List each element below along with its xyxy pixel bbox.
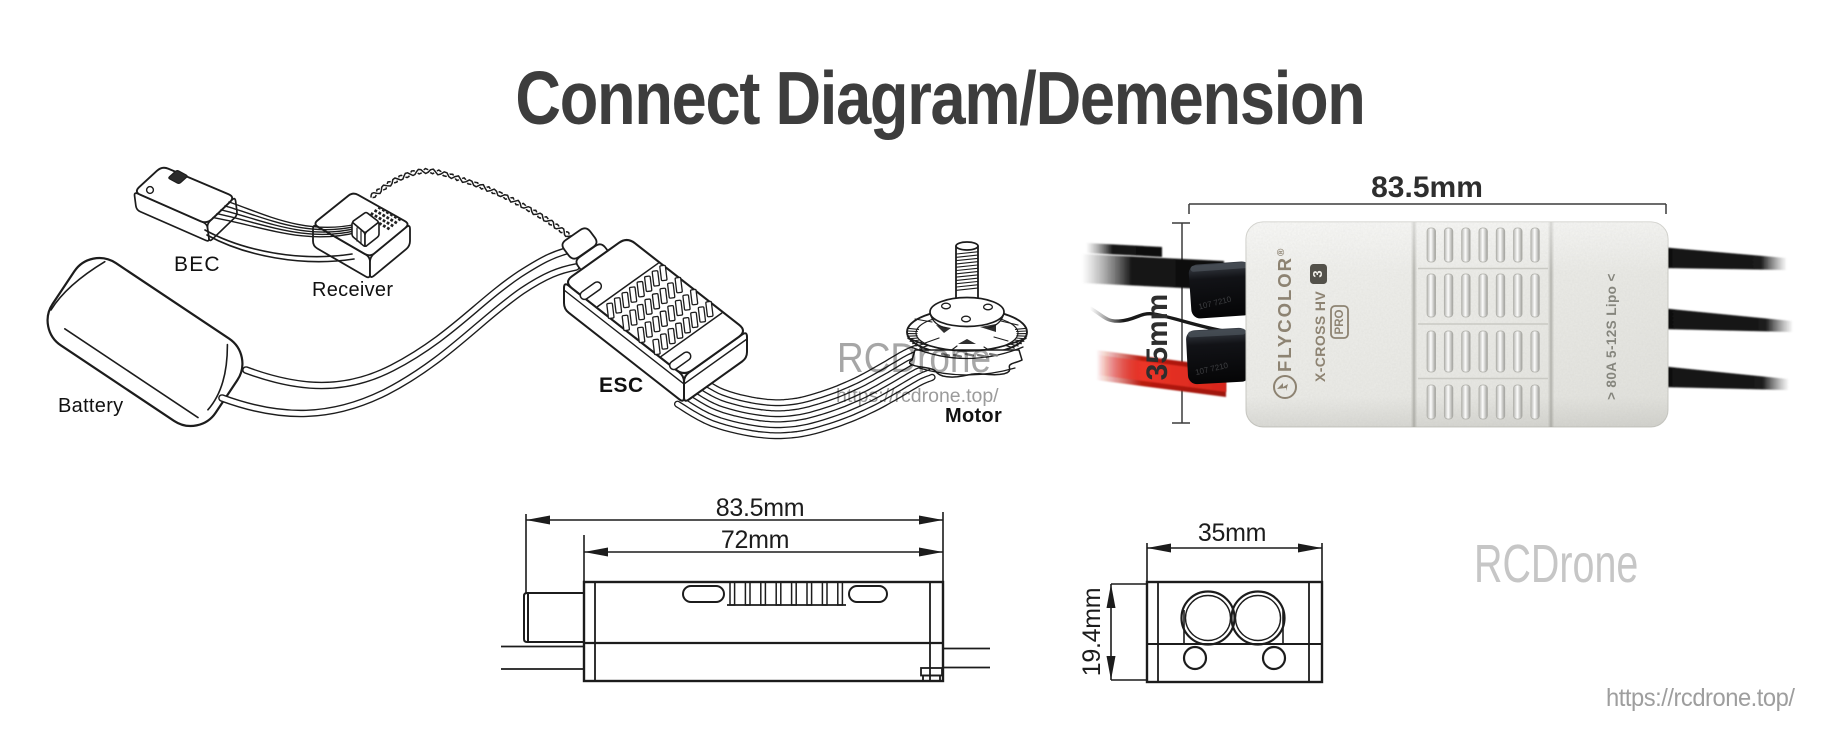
front-dim-35	[1146, 543, 1323, 582]
flycolor-logo-icon	[1273, 375, 1297, 399]
photo-right-wires	[1660, 247, 1792, 390]
esc-fins	[606, 264, 714, 356]
black-power-wire	[1082, 254, 1224, 290]
bec-ribbon	[212, 201, 358, 238]
thin-signal-wire	[1088, 306, 1226, 333]
battery-wires	[218, 247, 580, 418]
motor-phase-wire-2	[1660, 308, 1792, 332]
watermark-url-center: https://rcdrone.top/	[836, 385, 999, 407]
motor-phase-wire-3	[1660, 366, 1788, 390]
bec-drawing	[133, 166, 358, 263]
model-text: X-CROSS HV	[1312, 291, 1328, 382]
photo-dim-height: 35mm	[1141, 294, 1174, 381]
watermark-brand-center: RCDrone	[837, 334, 992, 381]
side-dim-83-label: 83.5mm	[716, 494, 805, 522]
capacitors: 107 7210 107 7210	[1186, 261, 1254, 385]
label-motor: Motor	[945, 405, 1002, 427]
capacitor-top: 107 7210	[1188, 261, 1254, 319]
page-title: Connect Diagram/Demension	[515, 56, 1365, 140]
pro-badge: PRO	[1330, 305, 1349, 339]
receiver-pins	[366, 206, 402, 231]
front-view: 35mm 19.4mm	[1078, 519, 1324, 684]
photo-dimensions	[1172, 203, 1667, 424]
side-view: 83.5mm 72mm	[501, 494, 990, 683]
capacitor-bottom: 107 7210	[1186, 327, 1250, 385]
label-esc: ESC	[599, 374, 644, 397]
heatsink-grooves	[1418, 267, 1548, 380]
black-wire-strand	[1086, 243, 1162, 257]
front-dim-35-label: 35mm	[1198, 519, 1266, 547]
side-dim-83	[525, 512, 944, 594]
receiver-plug	[351, 206, 402, 248]
product-photo-group: 107 7210 107 7210 FLYCOLOR® X-CROSS HV 3…	[1082, 171, 1792, 428]
side-dim-72	[583, 535, 943, 582]
watermark-url-right: https://rcdrone.top/	[1606, 684, 1795, 712]
esc-markings: FLYCOLOR® X-CROSS HV 3 PRO > 80A 5-12S L…	[1273, 247, 1619, 400]
motor-wires	[674, 343, 936, 440]
label-battery: Battery	[58, 395, 123, 417]
battery-drawing	[46, 256, 244, 428]
connection-diagram	[46, 166, 1028, 440]
side-dim-72-label: 72mm	[721, 526, 789, 554]
brand-text: FLYCOLOR®	[1274, 247, 1295, 372]
rating-text: > 80A 5-12S Lipo <	[1604, 273, 1619, 400]
watermark-brand-right: RCDrone	[1474, 534, 1639, 594]
photo-dim-width: 83.5mm	[1371, 171, 1483, 204]
front-dim-194-label: 19.4mm	[1078, 588, 1106, 677]
svg-text:PRO: PRO	[1334, 309, 1346, 334]
svg-text:3: 3	[1310, 270, 1325, 277]
esc-drawing	[561, 227, 748, 402]
heatsink-slots	[1426, 227, 1540, 420]
front-dim-194	[1106, 583, 1147, 681]
motor-phase-wire-1	[1660, 247, 1786, 270]
version-badge: 3	[1310, 264, 1327, 284]
label-bec: BEC	[174, 253, 221, 276]
motor-drawing	[906, 241, 1028, 378]
label-receiver: Receiver	[312, 279, 393, 301]
diagram-labels: BEC Receiver Battery ESC Motor	[58, 253, 1002, 427]
